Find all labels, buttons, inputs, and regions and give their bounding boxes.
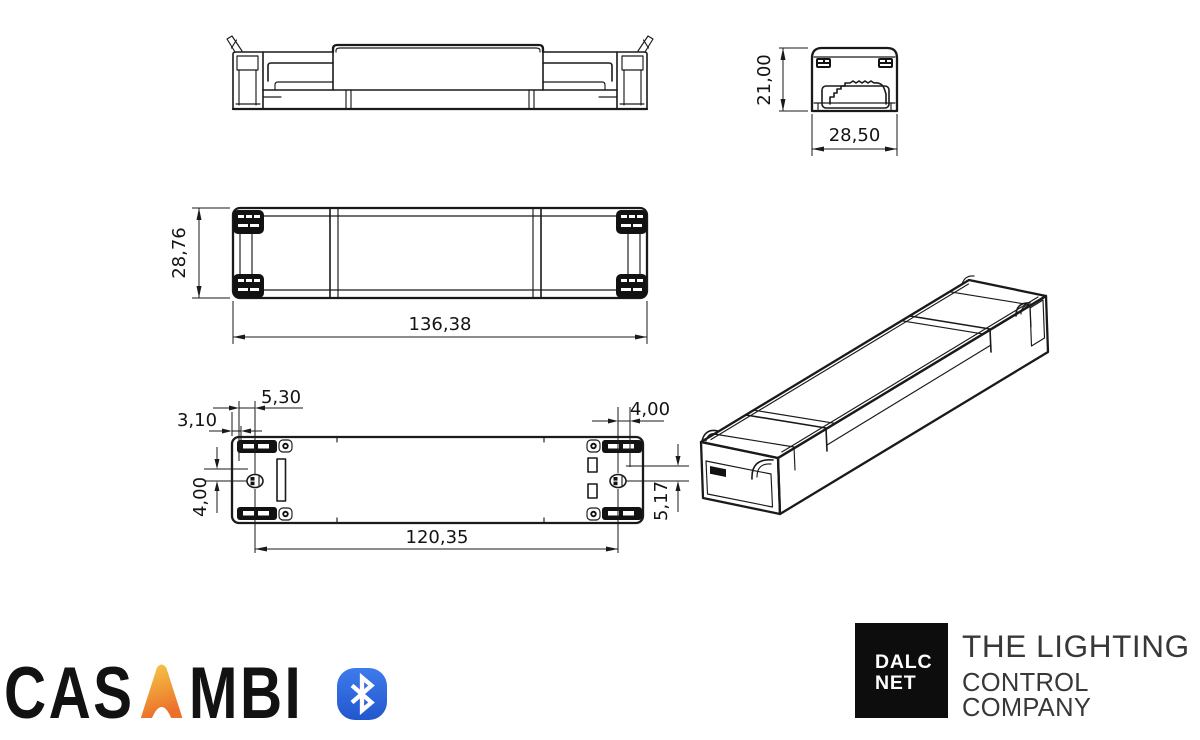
casambi-accent-a [140,664,183,718]
dim-end-height-label: 21,00 [754,54,775,106]
dalcnet-tagline-line2: CONTROL COMPANY [962,668,1092,722]
dim-bottom-right-hole-offset: 4,00 [592,399,670,473]
dim-bottom-slot-offset-label: 5,30 [261,387,301,408]
drawing-canvas: 21,00 28,50 28,76 136,38 [169,35,1050,553]
dalcnet-tagline: THE LIGHTING CONTROL COMPANY [962,628,1200,722]
dim-bottom-edge-offset: 3,10 [177,410,262,452]
dim-bottom-mount-span-label: 120,35 [406,527,469,548]
dalcnet-tagline-line1: THE LIGHTING [962,628,1190,664]
casambi-text-prefix: CAS [4,653,135,734]
dim-top-length: 136,38 [232,301,648,344]
dim-end-width-label: 28,50 [829,125,881,146]
dim-end-width: 28,50 [811,114,898,156]
bluetooth-icon [337,668,387,720]
casambi-logo: CAS MBI [4,652,303,736]
dim-bottom-right-hole-height: 5,17 [626,444,689,521]
dalcnet-box-line1: DALC [875,651,933,673]
dim-bottom-edge-offset-label: 3,10 [177,410,217,431]
dim-bottom-mount-span: 120,35 [254,489,619,553]
dalcnet-logo-box: DALC NET [855,623,948,718]
dim-top-length-label: 136,38 [409,314,472,335]
dim-top-depth: 28,76 [169,207,230,299]
dim-end-height: 21,00 [754,47,808,112]
top-view: 28,76 136,38 [169,206,649,344]
dim-bottom-right-hole-height-label: 5,17 [651,481,672,521]
dim-bottom-left-hole-offset-label: 4,00 [190,477,211,517]
casambi-text-suffix: MBI [188,653,304,734]
dim-bottom-left-hole-offset: 4,00 [190,447,248,517]
dim-top-depth-label: 28,76 [169,227,190,279]
iso-view [699,275,1050,516]
dim-bottom-right-hole-offset-label: 4,00 [630,399,670,420]
dalcnet-box-line2: NET [875,671,917,694]
bottom-view: 5,30 3,10 4,00 120,35 4,00 [177,387,689,553]
end-view: 21,00 28,50 [754,46,899,156]
side-view [226,35,654,111]
